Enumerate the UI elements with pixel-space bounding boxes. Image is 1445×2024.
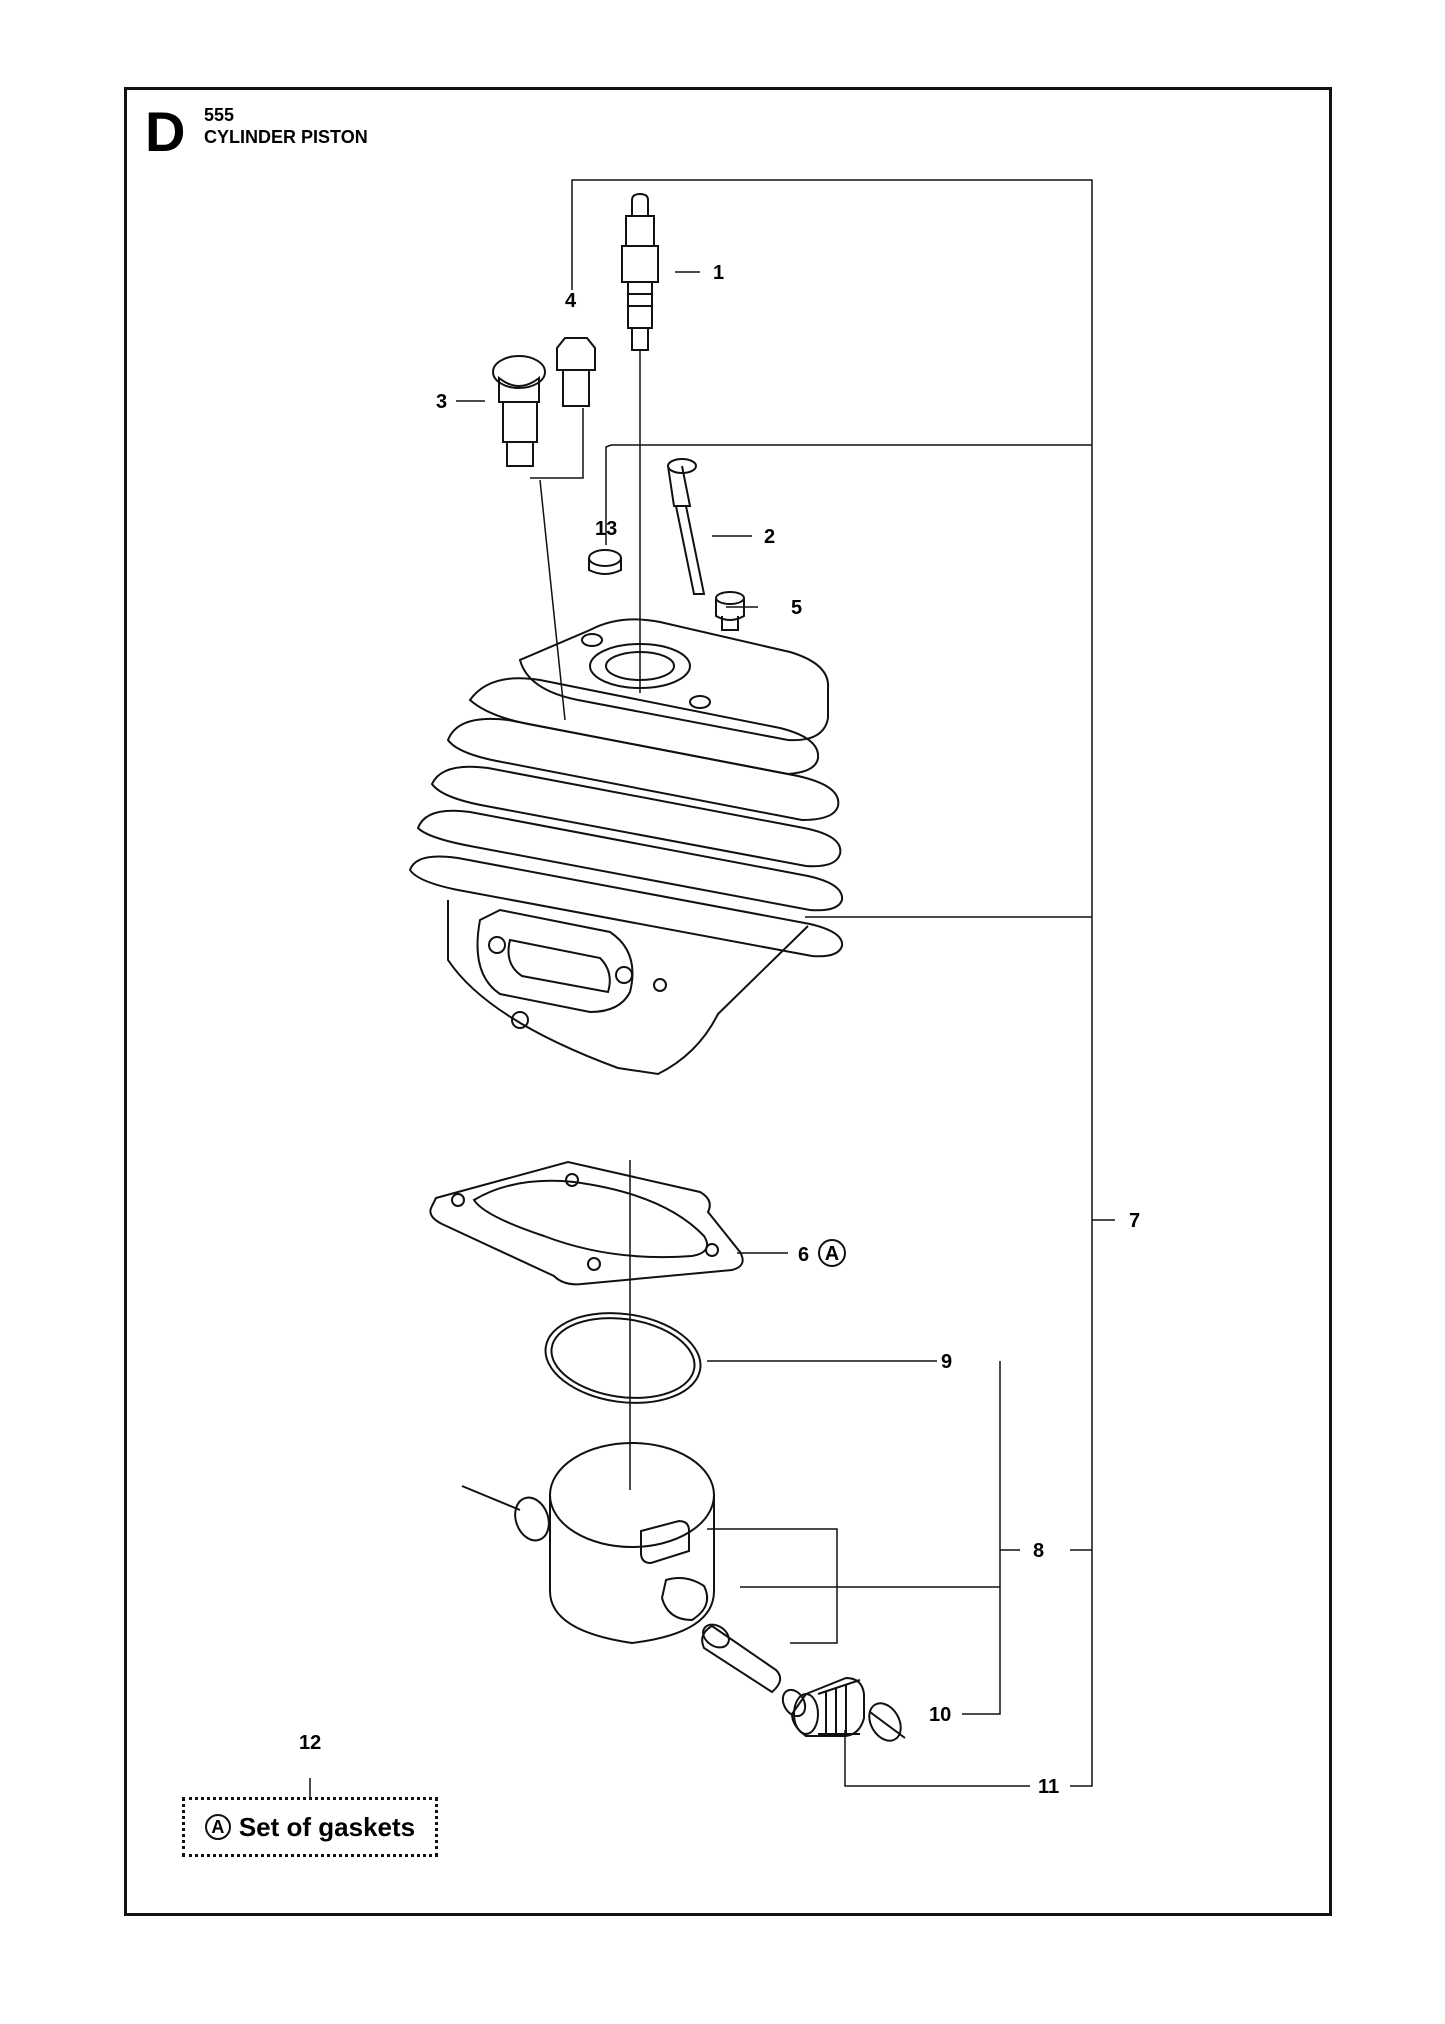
callout-4: 4 bbox=[565, 290, 577, 312]
leader-lines bbox=[309, 179, 1115, 1797]
callout-5: 5 bbox=[791, 597, 802, 619]
callout-11: 11 bbox=[1038, 1776, 1059, 1798]
callout-13: 13 bbox=[595, 518, 617, 540]
callout-12: 12 bbox=[299, 1732, 322, 1754]
part-6-gasket bbox=[429, 1160, 744, 1286]
part-5-sleeve bbox=[715, 591, 745, 631]
gasket-marker-icon: A bbox=[204, 1814, 231, 1840]
callout-6: 6 bbox=[798, 1244, 809, 1266]
model-number: 555 bbox=[204, 105, 235, 125]
gasket-marker-callout-6: A bbox=[818, 1239, 846, 1267]
part-1-spark-plug bbox=[621, 192, 659, 351]
part-2-bolt bbox=[667, 458, 706, 595]
gasket-set-legend: A Set of gaskets bbox=[182, 1797, 438, 1857]
section-letter: D bbox=[145, 100, 186, 163]
part-3-decompression-valve bbox=[492, 355, 546, 467]
piston bbox=[461, 1442, 715, 1645]
callout-8: 8 bbox=[1033, 1540, 1044, 1562]
part-9-piston-ring bbox=[544, 1312, 702, 1404]
callout-10: 10 bbox=[929, 1704, 951, 1726]
part-10-piston-pin bbox=[701, 1623, 906, 1742]
part-11-needle-bearing bbox=[790, 1676, 865, 1737]
page-title: CYLINDER PISTON bbox=[204, 127, 368, 147]
callout-9: 9 bbox=[941, 1351, 952, 1373]
callout-7: 7 bbox=[1129, 1210, 1140, 1232]
legend-text: Set of gaskets bbox=[238, 1811, 416, 1842]
callout-1: 1 bbox=[713, 262, 724, 284]
gasket-marker-letter: A bbox=[825, 1243, 839, 1265]
page-frame bbox=[124, 87, 1332, 1916]
part-13-plug bbox=[588, 549, 622, 575]
part-4-screw bbox=[556, 337, 596, 407]
callout-2: 2 bbox=[764, 526, 775, 548]
callout-labels: 1 2 3 4 5 6 7 8 9 10 11 13 bbox=[436, 262, 1140, 1798]
callout-3: 3 bbox=[436, 391, 447, 413]
part-7-cylinder bbox=[408, 618, 844, 1076]
